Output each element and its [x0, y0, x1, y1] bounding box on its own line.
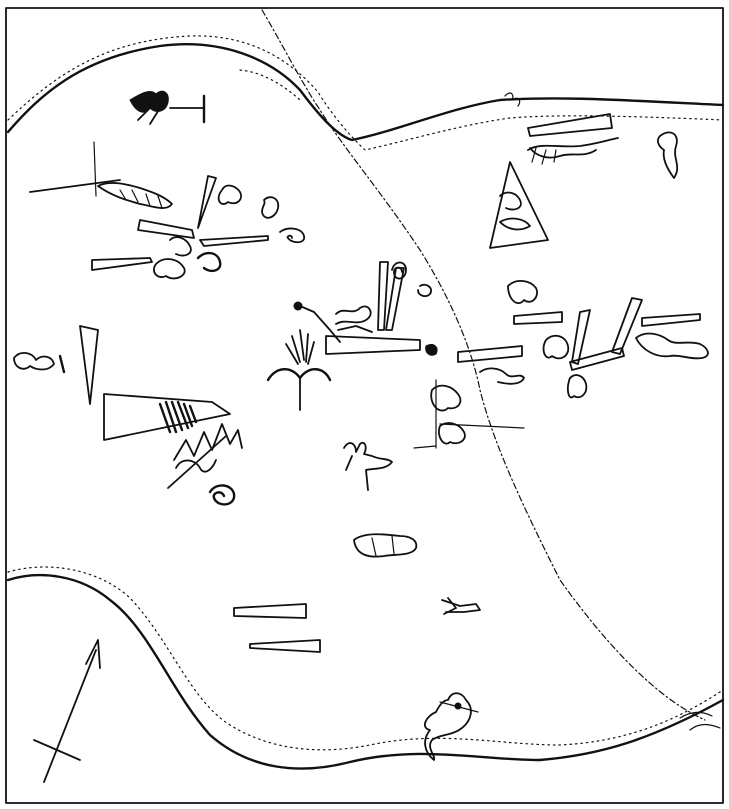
figure-monkey-ne	[657, 131, 679, 179]
river-north-dotted	[7, 35, 724, 151]
trapezoid-s1	[233, 603, 307, 619]
north-arrow-head	[85, 639, 101, 669]
trapezoid-w2	[91, 257, 153, 271]
trapezoid-central-long	[325, 335, 421, 355]
geoglyph-triangles	[29, 141, 643, 449]
central-figure-c	[417, 283, 432, 297]
ray-e3	[569, 347, 625, 371]
figure-animal-4	[169, 236, 192, 257]
ray-e1	[571, 309, 591, 365]
bird-nw-body	[129, 90, 169, 113]
feather-wings	[266, 368, 332, 382]
central-figure-a	[335, 305, 372, 325]
bird-nw-feet	[137, 107, 161, 125]
trapezoid-w3	[199, 235, 269, 247]
river-north-bank	[6, 43, 725, 142]
ray-central-v1	[377, 261, 389, 331]
zigzag-tail	[175, 459, 217, 473]
figure-animal-2	[261, 196, 280, 219]
hatched-lines	[158, 400, 198, 434]
figure-animal-center-1	[430, 384, 462, 412]
central-figure-b	[337, 325, 373, 333]
feather-crest	[285, 329, 315, 365]
spiral-arm	[299, 305, 341, 343]
geoglyph-hatched-field	[103, 393, 243, 506]
river-south-dotted	[7, 566, 724, 751]
north-arrow	[33, 639, 101, 783]
line-center-short	[413, 445, 437, 449]
figure-spiral-hook	[279, 227, 305, 244]
north-arrow-shaft	[43, 649, 97, 783]
pan-american-highway	[261, 9, 706, 721]
figure-serpent-nw	[97, 182, 173, 209]
figure-reclining-marks	[371, 535, 395, 557]
map-border	[5, 7, 724, 804]
ray-e2	[611, 297, 643, 355]
spiral-arm-node	[293, 301, 303, 311]
line-center-east	[439, 423, 525, 429]
geoglyph-trapezoids	[91, 113, 701, 653]
central-figure-knot	[425, 343, 438, 356]
geoglyph-bird-nw	[129, 90, 206, 125]
figure-serpent-ne-marks	[531, 147, 557, 165]
geoglyph-feathered-figure	[266, 329, 332, 411]
trapezoid-s2	[249, 639, 321, 653]
figure-llama-e	[542, 334, 570, 360]
zigzag-line	[173, 423, 243, 461]
figure-dogs-west	[13, 352, 55, 371]
figure-dogs-west-mark	[58, 354, 66, 374]
figure-animal-3	[153, 258, 186, 280]
figure-bird-small	[441, 597, 481, 615]
trapezoid-e2	[641, 313, 701, 327]
figure-monkey-south-eye	[454, 702, 462, 710]
figure-animal-5	[196, 251, 222, 273]
spiral-central	[391, 261, 407, 280]
figure-animal-6	[507, 280, 538, 305]
trapezoid-w1	[137, 219, 195, 239]
figure-monkey-south	[423, 692, 472, 761]
figure-animal-7	[567, 374, 588, 399]
trapezoid-ne	[527, 113, 613, 137]
figure-reclining	[353, 533, 418, 558]
zigzag-cross-line	[167, 435, 227, 489]
trapezoid-center	[457, 345, 523, 363]
north-arrow-crossbar	[33, 739, 81, 761]
hatched-trapezoid	[103, 393, 231, 441]
figure-triangle-inner-1	[499, 191, 522, 211]
line-nw-2	[93, 141, 97, 197]
figure-dogs-east	[635, 332, 709, 360]
river-north-dotted-inner	[239, 69, 301, 101]
triangle-north-narrow	[197, 175, 217, 229]
trapezoid-e1	[513, 311, 563, 325]
river-south-bank	[6, 574, 725, 770]
figure-serpent-marks	[119, 189, 163, 209]
figure-serpent-ne-wave	[529, 147, 597, 159]
river-south-scribble	[679, 711, 721, 731]
triangle-west	[79, 325, 99, 405]
spiral-small	[208, 484, 236, 506]
river-north-scribble	[504, 92, 521, 107]
figure-serpent-ne	[527, 137, 619, 151]
figure-animal-1	[217, 184, 242, 205]
figure-fish-center	[479, 367, 525, 385]
figure-animal-center-2	[438, 422, 466, 445]
central-spiral-complex	[293, 261, 438, 356]
line-nw-1	[29, 179, 121, 193]
figure-hands	[343, 441, 393, 491]
figure-triangle-inner-2	[499, 217, 531, 231]
geoglyph-figures	[13, 131, 709, 761]
triangle-ne	[489, 161, 549, 249]
